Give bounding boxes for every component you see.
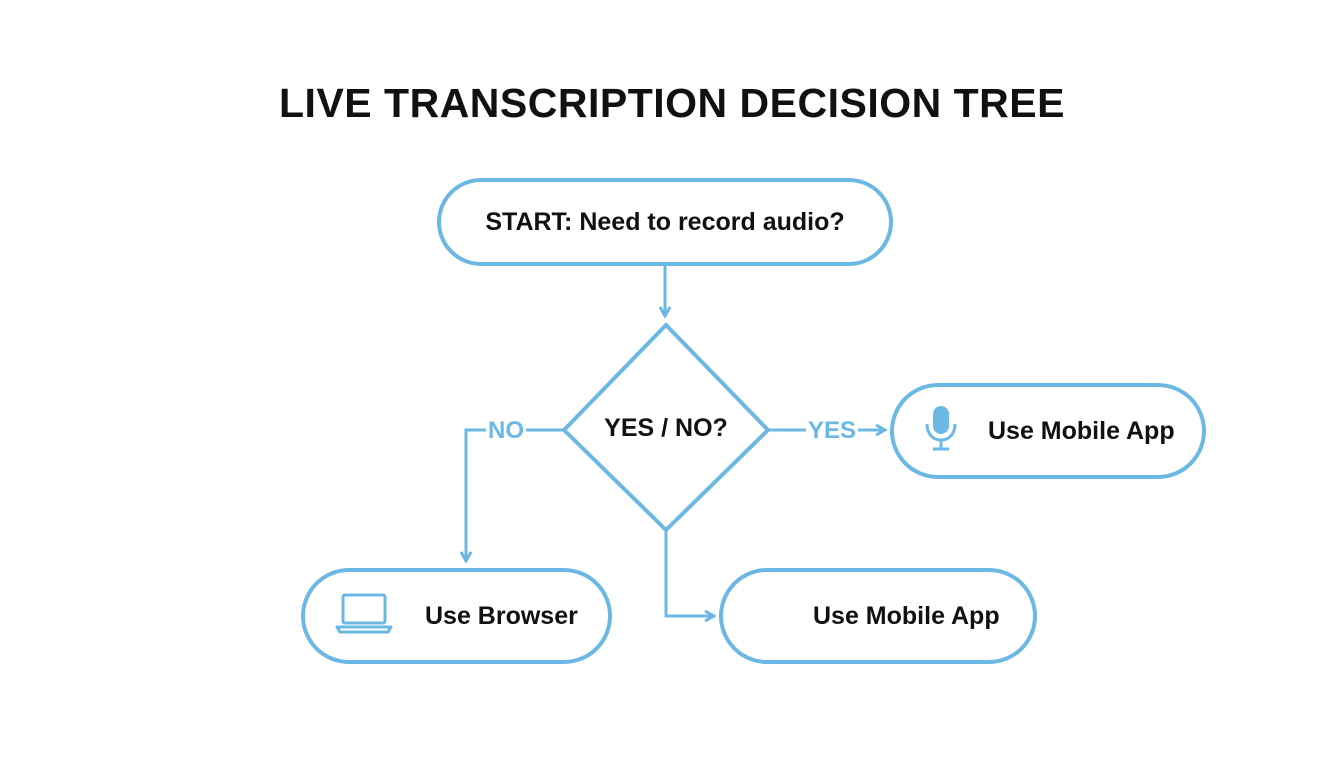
start-node: START: Need to record audio?: [437, 178, 893, 266]
yes-outcome-label: Use Mobile App: [988, 416, 1175, 445]
yes-edge-label: YES: [806, 417, 859, 445]
connector-bottom-branch: [664, 530, 714, 616]
no-outcome-label: Use Browser: [425, 601, 578, 630]
bottom-outcome-node: Use Mobile App: [719, 568, 1037, 664]
diagram-title: LIVE TRANSCRIPTION DECISION TREE: [279, 80, 1065, 126]
no-edge-label: NO: [486, 417, 526, 445]
microphone-icon: [924, 404, 958, 459]
bottom-outcome-label: Use Mobile App: [813, 601, 1000, 630]
connector-no-branch: [466, 428, 564, 561]
decision-label: YES / NO?: [604, 414, 728, 442]
laptop-icon: [335, 592, 393, 641]
yes-outcome-node: Use Mobile App: [890, 383, 1206, 479]
start-node-label: START: Need to record audio?: [485, 207, 845, 236]
no-outcome-node: Use Browser: [301, 568, 612, 664]
